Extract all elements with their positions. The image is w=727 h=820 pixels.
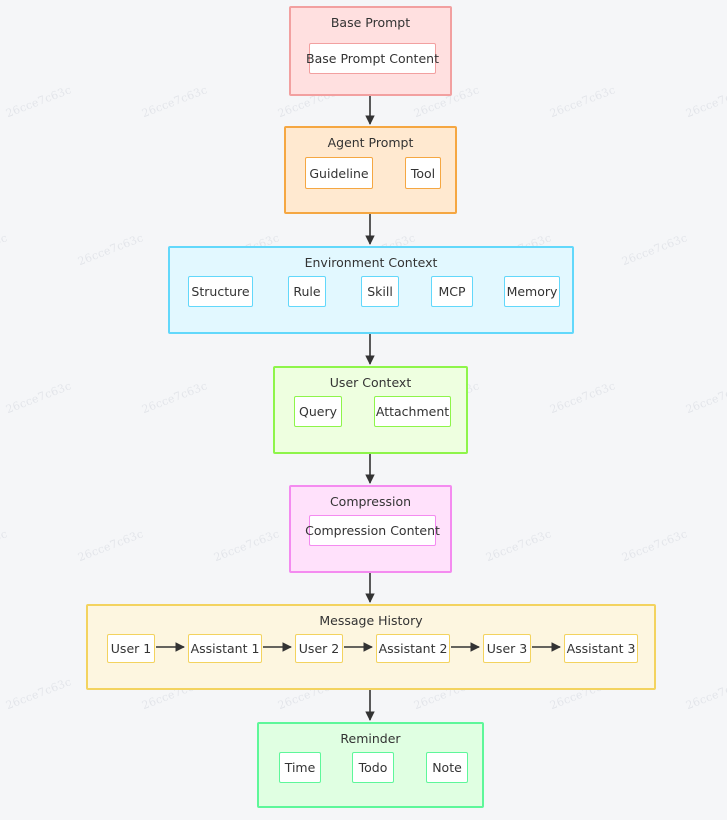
node-memory[interactable]: Memory xyxy=(504,276,560,307)
node-compression-content[interactable]: Compression Content xyxy=(305,515,440,546)
group-message-history[interactable]: Message History User 1 Assistant 1 User … xyxy=(86,604,656,690)
node-skill[interactable]: Skill xyxy=(361,276,399,307)
node-todo[interactable]: Todo xyxy=(352,752,394,783)
node-structure[interactable]: Structure xyxy=(188,276,253,307)
node-assistant-3[interactable]: Assistant 3 xyxy=(564,634,638,663)
group-title-environment-context: Environment Context xyxy=(304,255,438,270)
node-mcp[interactable]: MCP xyxy=(431,276,473,307)
group-reminder[interactable]: Reminder Time Todo Note xyxy=(257,722,484,808)
node-label: Memory xyxy=(506,284,558,299)
group-user-context[interactable]: User Context Query Attachment xyxy=(273,366,468,454)
node-assistant-1[interactable]: Assistant 1 xyxy=(188,634,262,663)
group-title-user-context: User Context xyxy=(329,375,412,390)
group-title-message-history: Message History xyxy=(319,613,423,628)
group-base-prompt[interactable]: Base Prompt Base Prompt Content xyxy=(289,6,452,96)
node-rule[interactable]: Rule xyxy=(288,276,326,307)
group-title-base-prompt: Base Prompt xyxy=(330,15,411,30)
node-user-2[interactable]: User 2 xyxy=(295,634,343,663)
node-tool[interactable]: Tool xyxy=(405,157,441,189)
node-label: Skill xyxy=(367,284,393,299)
node-label: Base Prompt Content xyxy=(306,51,439,66)
node-label: Time xyxy=(284,760,316,775)
node-label: MCP xyxy=(438,284,466,299)
node-label: Assistant 1 xyxy=(190,641,260,656)
node-label: User 2 xyxy=(298,641,340,656)
node-label: Guideline xyxy=(309,165,369,181)
node-label: Assistant 3 xyxy=(566,641,636,656)
node-label: Tool xyxy=(410,165,436,181)
node-assistant-2[interactable]: Assistant 2 xyxy=(376,634,450,663)
node-base-prompt-content[interactable]: Base Prompt Content xyxy=(306,43,439,74)
group-title-agent-prompt: Agent Prompt xyxy=(327,135,414,150)
node-user-1[interactable]: User 1 xyxy=(107,634,155,663)
node-label: Attachment xyxy=(375,404,450,419)
node-query[interactable]: Query xyxy=(294,396,342,427)
group-agent-prompt[interactable]: Agent Prompt Guideline Tool xyxy=(284,126,457,214)
node-time[interactable]: Time xyxy=(279,752,321,783)
group-environment-context[interactable]: Environment Context Structure Rule Skill… xyxy=(168,246,574,334)
node-label: Rule xyxy=(293,284,321,299)
node-label: Structure xyxy=(191,284,250,299)
node-user-3[interactable]: User 3 xyxy=(483,634,531,663)
node-label: Todo xyxy=(358,760,388,775)
node-label: Assistant 2 xyxy=(378,641,448,656)
node-guideline[interactable]: Guideline xyxy=(305,157,373,189)
node-label: Compression Content xyxy=(305,523,440,538)
node-label: Note xyxy=(432,760,462,775)
node-label: Query xyxy=(299,404,337,419)
node-attachment[interactable]: Attachment xyxy=(374,396,451,427)
group-title-compression: Compression xyxy=(329,494,412,509)
node-label: User 1 xyxy=(110,641,152,656)
node-note[interactable]: Note xyxy=(426,752,468,783)
group-title-reminder: Reminder xyxy=(340,731,401,746)
group-compression[interactable]: Compression Compression Content xyxy=(289,485,452,573)
node-label: User 3 xyxy=(486,641,528,656)
